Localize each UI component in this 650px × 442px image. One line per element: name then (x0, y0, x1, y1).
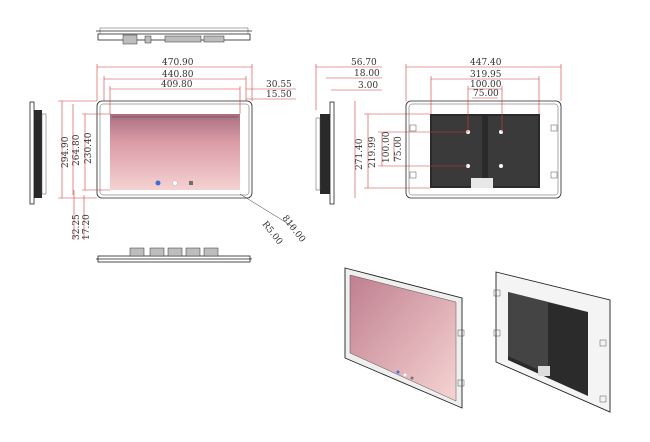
side-profile-view (315, 101, 335, 205)
home-icon (172, 180, 178, 186)
dim-corner-2: R5.00 (260, 220, 285, 248)
dim-rear-vesa-75: 75.00 (473, 89, 499, 99)
dim-bottom-1: 32.25 (72, 214, 82, 240)
dim-rear-heatsink-width: 319.95 (470, 70, 502, 80)
chrome-icon (155, 180, 161, 186)
dim-height-overall: 294.90 (61, 136, 71, 168)
rear-view (405, 100, 562, 199)
dim-width-screen: 409.80 (161, 80, 193, 90)
dim-rear-height: 271.40 (355, 138, 365, 170)
dim-right-1: 30.55 (266, 80, 292, 90)
dim-rear-vesa-height-75: 75.00 (394, 136, 404, 162)
dim-rear-heatsink-height: 219.99 (368, 136, 378, 168)
left-side-view (29, 101, 47, 205)
top-view (96, 27, 252, 45)
dim-height-bezel: 264.80 (72, 134, 82, 166)
dim-rear-width: 447.40 (470, 58, 502, 68)
dim-side-depth: 56.70 (351, 58, 377, 68)
settings-icon (189, 181, 193, 185)
screen-display (110, 114, 240, 190)
dim-right-2: 15.50 (266, 90, 292, 100)
rear-dimensions: 447.40 319.95 100.00 75.00 271.40 219.99… (354, 58, 562, 198)
dim-rear-vesa-height-100: 100.00 (382, 131, 392, 163)
side-dimensions: 56.70 18.00 3.00 (315, 58, 382, 110)
bottom-view (96, 247, 252, 263)
iso-rear-view (493, 271, 611, 413)
dim-width-overall: 470.90 (162, 58, 194, 68)
dim-height-screen: 230.40 (84, 132, 94, 164)
dim-rear-vesa-100: 100.00 (470, 80, 502, 90)
dim-side-mid: 18.00 (354, 69, 380, 79)
dim-width-bezel: 440.80 (162, 70, 194, 80)
iso-front-view (344, 267, 465, 409)
dim-bottom-2: 17.20 (82, 214, 92, 240)
front-view (96, 100, 296, 229)
dim-side-small: 3.00 (358, 81, 378, 91)
